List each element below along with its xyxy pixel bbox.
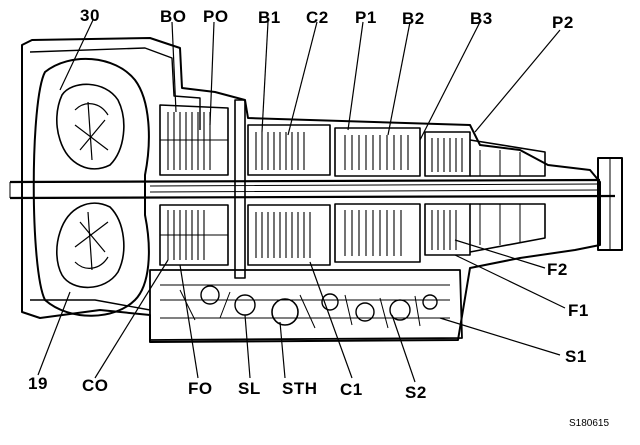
label-sl: SL <box>238 379 261 398</box>
label-c1: C1 <box>340 380 363 399</box>
label-s1: S1 <box>565 347 587 366</box>
label-b2: B2 <box>402 9 425 28</box>
label-30: 30 <box>80 6 100 25</box>
torque-converter <box>32 57 150 317</box>
label-19: 19 <box>28 374 48 393</box>
label-p2: P2 <box>552 13 574 32</box>
label-po: PO <box>203 7 229 26</box>
label-s2: S2 <box>405 383 427 402</box>
label-f1: F1 <box>568 301 589 320</box>
label-bo: BO <box>160 7 187 26</box>
figure-code: S180615 <box>569 418 610 429</box>
label-b1: B1 <box>258 8 281 27</box>
label-f2: F2 <box>547 260 568 279</box>
valve-body <box>149 269 463 341</box>
main-shaft <box>9 178 616 200</box>
label-co: CO <box>82 376 109 395</box>
output-flange <box>597 157 623 251</box>
label-p1: P1 <box>355 8 377 27</box>
label-fo: FO <box>188 379 213 398</box>
label-b3: B3 <box>470 9 493 28</box>
label-sth: STH <box>282 379 318 398</box>
label-c2: C2 <box>306 8 329 27</box>
